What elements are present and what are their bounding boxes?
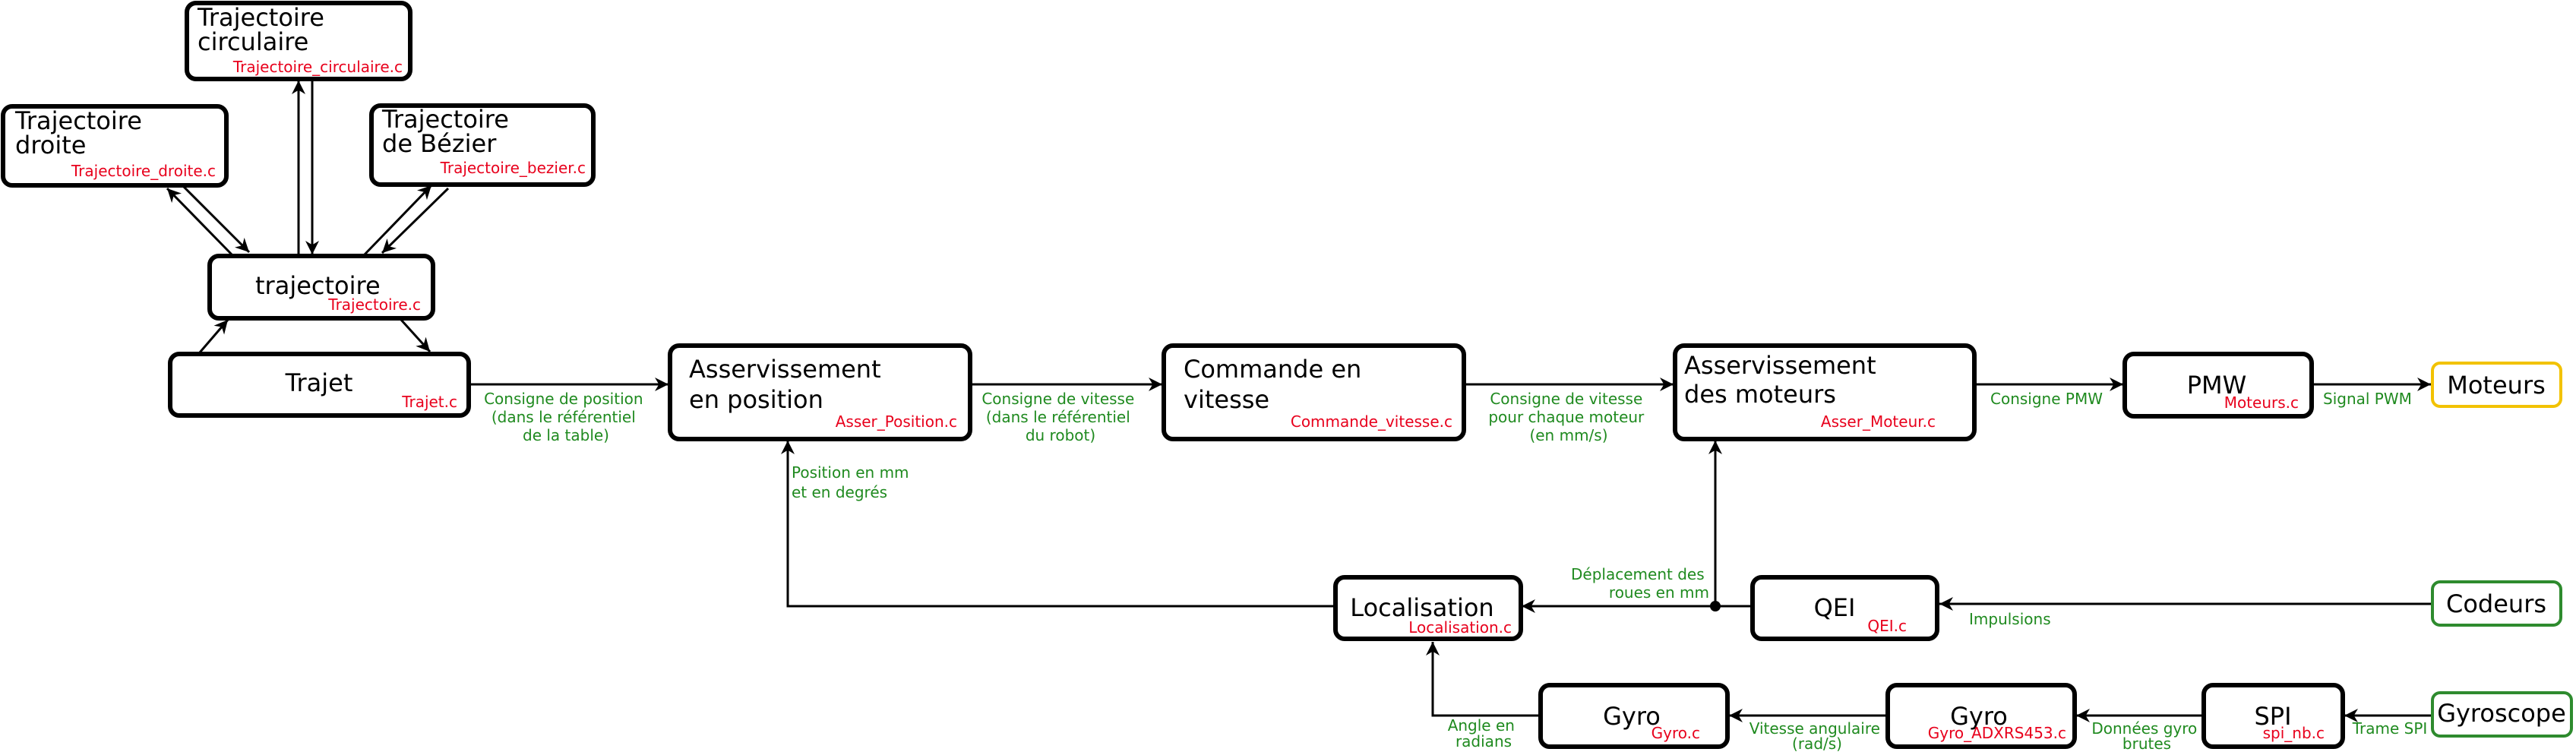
node-title: Gyroscope	[2437, 699, 2566, 728]
junction-dot	[1710, 601, 1721, 611]
node-trajectoire: trajectoire Trajectoire.c	[207, 254, 435, 321]
node-spi: SPI spi_nb.c	[2201, 683, 2345, 749]
label-signal-pwm: Signal PWM	[2323, 390, 2412, 408]
node-title-line: Trajectoire	[14, 106, 142, 135]
node-localisation: Localisation Localisation.c	[1333, 575, 1523, 641]
node-file: QEI.c	[1867, 617, 1907, 635]
label-consigne-vitesse-moteur: Consigne de vitesse pour chaque moteur (…	[1488, 390, 1648, 444]
node-title-line: circulaire	[198, 27, 308, 56]
label-consigne-pmw: Consigne PMW	[1990, 390, 2103, 408]
node-title: trajectoire	[255, 271, 381, 300]
node-title-line: en position	[689, 385, 823, 414]
label-angle: Angle en radians	[1448, 716, 1520, 750]
edge-trajectoire-to-bezier	[363, 184, 433, 256]
node-file: spi_nb.c	[2263, 724, 2325, 742]
node-title-line: Commande en	[1184, 355, 1361, 384]
node-title: Codeurs	[2446, 589, 2546, 618]
edge-trajet-to-trajectoire	[198, 319, 229, 353]
node-file: Trajectoire_bezier.c	[440, 159, 586, 177]
node-title: Moteurs	[2447, 371, 2546, 400]
label-consigne-vitesse-robot: Consigne de vitesse (dans le référentiel…	[981, 390, 1139, 444]
edge-localisation-to-asser-pos	[781, 441, 1334, 608]
node-file: Commande_vitesse.c	[1291, 412, 1452, 431]
node-file: Trajet.c	[401, 393, 457, 411]
node-title-line: droite	[15, 131, 86, 160]
node-file: Gyro_ADXRS453.c	[1928, 724, 2066, 742]
node-title: SPI	[2254, 702, 2291, 731]
node-file: Gyro.c	[1651, 724, 1700, 742]
edge-labels: Consigne de position (dans le référentie…	[484, 390, 2427, 752]
edge-bezier-to-trajectoire	[381, 187, 450, 254]
node-qei: QEI QEI.c	[1750, 575, 1939, 641]
node-trajet: Trajet Trajet.c	[168, 352, 471, 418]
node-file: Localisation.c	[1408, 618, 1512, 637]
edge-trajectoire-to-droite	[166, 187, 233, 256]
label-impulsions: Impulsions	[1969, 610, 2051, 628]
label-deplacement: Déplacement des roues en mm	[1571, 565, 1709, 602]
node-title-line: de Bézier	[382, 129, 497, 158]
node-title: Localisation	[1350, 593, 1493, 622]
node-title-line: Trajectoire	[197, 3, 324, 32]
node-title-line: des moteurs	[1684, 380, 1836, 409]
node-title: Gyro	[1603, 702, 1661, 731]
node-title: Gyro	[1950, 702, 2008, 731]
label-trame-spi: Trame SPI	[2352, 719, 2428, 738]
label-consigne-position: Consigne de position (dans le référentie…	[484, 390, 648, 444]
edges	[166, 81, 2431, 722]
node-title: PMW	[2187, 371, 2247, 400]
edge-droite-to-trajectoire	[181, 184, 251, 254]
edge-gyro-to-localisation	[1426, 642, 1539, 717]
node-file: Trajectoire_droite.c	[71, 162, 216, 180]
node-gyroscope: Gyroscope	[2431, 691, 2573, 738]
label-donnees-gyro: Données gyro brutes	[2091, 719, 2201, 752]
node-title-line: Asservissement	[1684, 351, 1876, 380]
edge-trajectoire-to-trajet	[400, 318, 431, 353]
node-file: Asser_Position.c	[836, 412, 957, 431]
label-vitesse-angulaire: Vitesse angulaire (rad/s)	[1749, 719, 1885, 752]
node-file: Moteurs.c	[2224, 393, 2299, 412]
node-title-line: Trajectoire	[381, 105, 509, 134]
node-title: Trajet	[285, 368, 353, 397]
label-position-mm: Position en mm et en degrés	[792, 463, 914, 501]
node-file: Trajectoire.c	[327, 295, 421, 314]
node-title: QEI	[1814, 593, 1856, 622]
node-gyro-adxrs453: Gyro Gyro_ADXRS453.c	[1885, 683, 2077, 749]
node-file: Trajectoire_circulaire.c	[232, 58, 403, 76]
node-moteurs: Moteurs	[2431, 362, 2562, 408]
node-gyro: Gyro Gyro.c	[1538, 683, 1730, 749]
node-title-line: vitesse	[1184, 385, 1269, 414]
node-codeurs: Codeurs	[2431, 580, 2562, 627]
node-pmw: PMW Moteurs.c	[2122, 352, 2314, 419]
node-file: Asser_Moteur.c	[1821, 412, 1936, 431]
node-title-line: Asservissement	[689, 355, 881, 384]
